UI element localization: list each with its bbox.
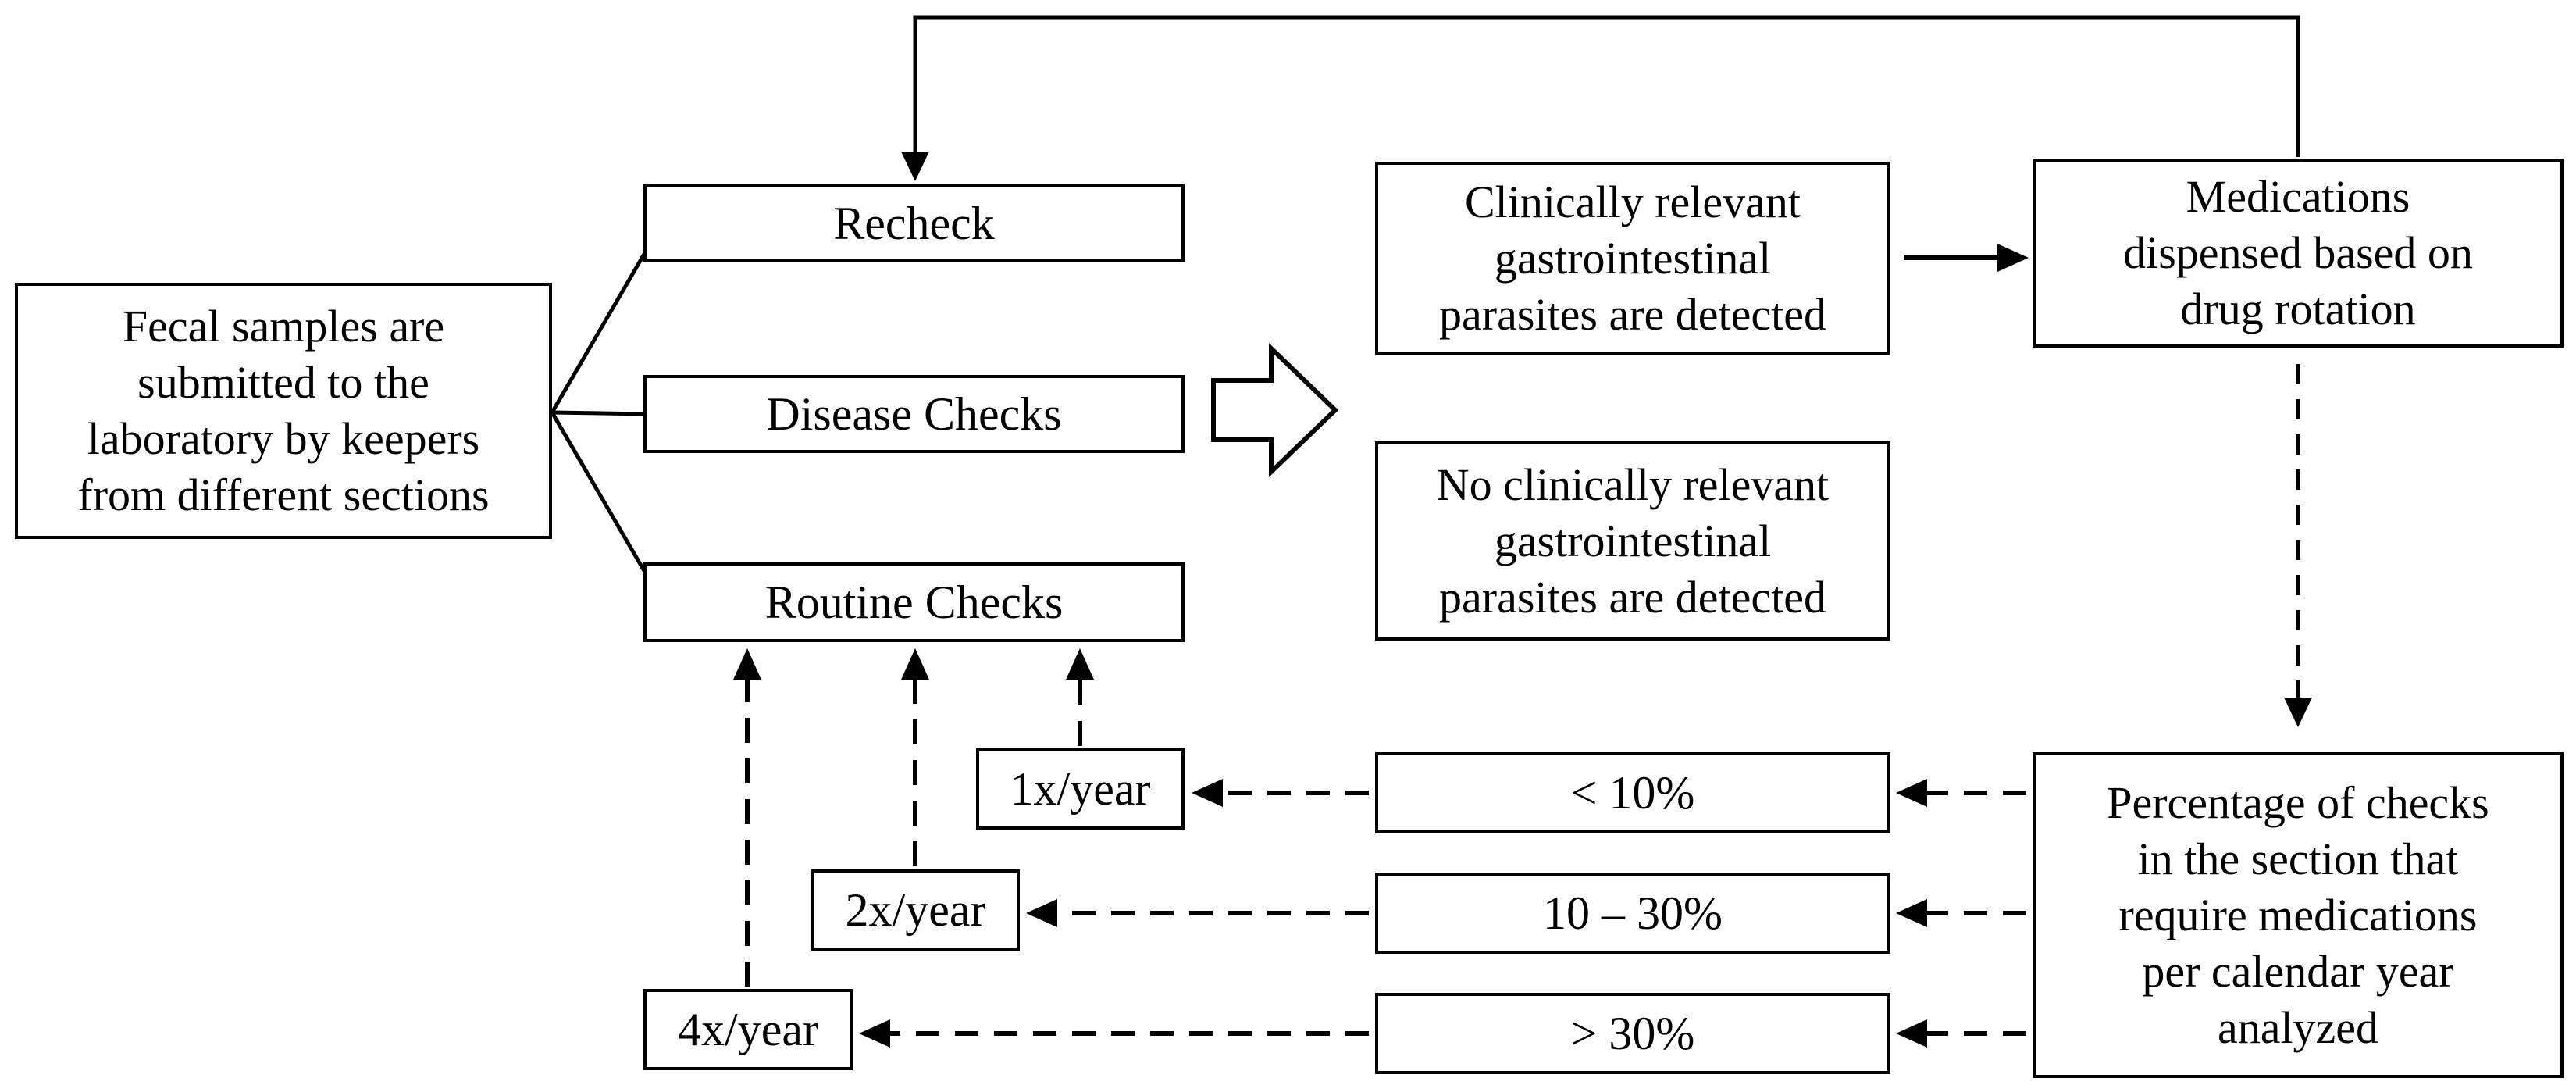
node-lt-10-label: < 10% [1570,767,1695,819]
node-parasites-detected-label: Clinically relevant gastrointestinal par… [1439,177,1826,340]
node-gt-30: > 30% [1375,993,1890,1074]
edge-4x-to-routine-arrowhead [733,648,761,680]
node-freq-2x-label: 2x/year [845,884,986,936]
edge-gt30-to-4x-arrowhead [859,1019,890,1048]
node-range-10-30-label: 10 – 30% [1543,887,1723,939]
block-arrow-icon [1211,342,1339,478]
node-freq-1x-label: 1x/year [1010,763,1151,815]
node-routine-checks-label: Routine Checks [764,576,1064,628]
node-gt-30-label: > 30% [1570,1008,1695,1059]
node-no-parasites-detected-label: No clinically relevant gastrointestinal … [1436,459,1830,623]
edge-medications-to-recheck-arrowhead [901,152,929,181]
node-range-10-30: 10 – 30% [1375,873,1890,954]
edge-percentage-to-range-arrowhead [1896,899,1927,927]
node-medications-label: Medications dispensed based on drug rota… [2123,171,2473,334]
node-recheck: Recheck [643,184,1185,262]
edge-percentage-to-lt10-arrowhead [1896,779,1927,807]
edge-fecal-to-disease [551,410,647,416]
edge-fecal-to-recheck [550,248,649,414]
edge-range-to-2x-arrowhead [1026,899,1057,927]
node-parasites-detected: Clinically relevant gastrointestinal par… [1375,162,1890,355]
node-freq-1x: 1x/year [976,748,1185,830]
edge-1x-to-routine-arrowhead [1066,648,1094,680]
node-disease-checks-label: Disease Checks [766,388,1062,440]
node-freq-4x-label: 4x/year [678,1004,818,1055]
node-no-parasites-detected: No clinically relevant gastrointestinal … [1375,441,1890,641]
node-percentage-checks: Percentage of checks in the section that… [2033,752,2564,1078]
node-routine-checks: Routine Checks [643,562,1185,642]
node-freq-4x: 4x/year [643,989,853,1070]
node-medications: Medications dispensed based on drug rota… [2033,159,2564,348]
edge-fecal-to-routine [550,411,649,576]
node-lt-10: < 10% [1375,752,1890,833]
edge-percentage-to-gt30-arrowhead [1896,1019,1927,1048]
edge-medications-to-recheck [913,15,2300,157]
edge-2x-to-routine-arrowhead [901,648,929,680]
node-recheck-label: Recheck [833,197,995,249]
node-fecal-samples-label: Fecal samples are submitted to the labor… [77,301,490,520]
node-disease-checks: Disease Checks [643,375,1185,453]
node-freq-2x: 2x/year [811,869,1020,951]
edge-detected-to-medications-arrowhead [1997,244,2029,272]
node-percentage-checks-label: Percentage of checks in the section that… [2107,776,2489,1053]
edge-lt10-to-1x-arrowhead [1192,779,1223,807]
node-fecal-samples: Fecal samples are submitted to the labor… [15,283,552,539]
edge-medications-to-percentage-arrowhead [2284,698,2312,727]
